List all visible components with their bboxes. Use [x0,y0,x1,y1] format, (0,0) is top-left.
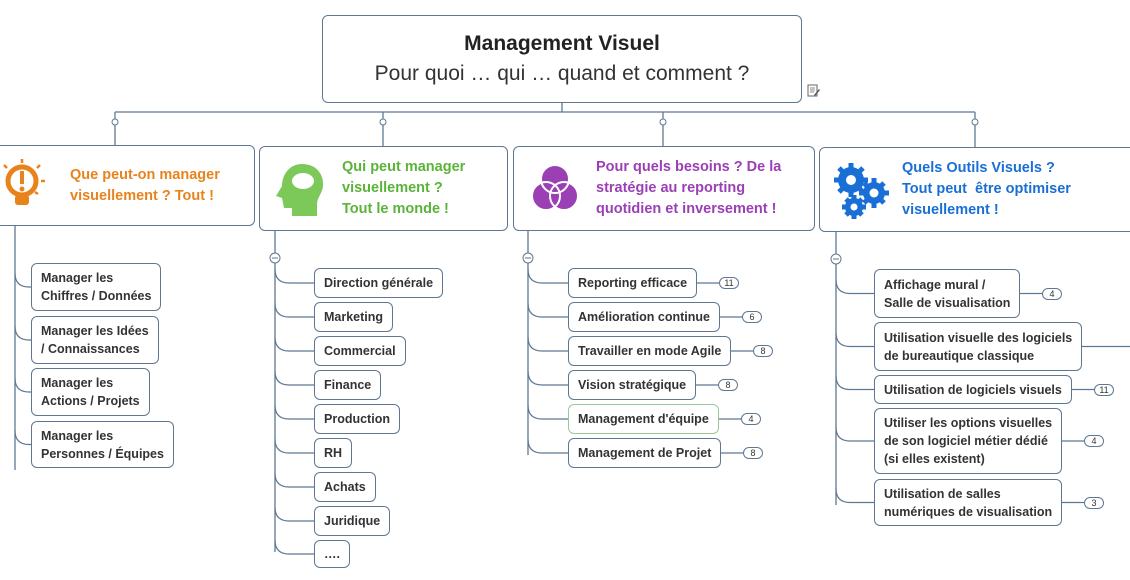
connector [274,404,314,420]
child-topic[interactable]: Management de Projet [568,438,722,468]
connector [527,438,568,454]
branch-label: Pour quels besoins ? De la stratégie au … [596,159,782,217]
child-topic[interactable]: Manager les Actions / Projets [31,368,150,416]
count-badge[interactable]: 4 [741,413,761,425]
gears-icon [834,162,889,219]
child-topic[interactable]: Manager les Idées / Connaissances [31,316,159,364]
child-label: Direction générale [324,276,434,290]
child-label: Travailler en mode Agile [578,344,722,358]
child-topic[interactable]: Utilisation visuelle des logiciels de bu… [874,322,1083,371]
child-topic[interactable]: Utilisation de logiciels visuels [874,375,1072,404]
branch-label: Que peut-on manager visuellement ? Tout … [70,166,220,204]
connector [835,279,874,295]
count-badge[interactable]: 11 [719,277,739,289]
child-topic[interactable]: Commercial [314,336,406,366]
connector [835,375,874,391]
connector [274,370,314,386]
child-topic[interactable]: Marketing [314,302,394,332]
root-topic[interactable]: Management Visuel Pour quoi … qui … quan… [322,15,802,103]
child-label: Production [324,412,390,426]
count-badge[interactable]: 4 [1084,435,1104,447]
connector [274,472,314,488]
connector [527,404,568,420]
branch-label: Quels Outils Visuels ? Tout peut être op… [902,160,1071,218]
child-label: …. [324,547,340,561]
connector [527,336,568,352]
child-label: Management de Projet [578,446,712,460]
child-label: Finance [324,378,372,392]
head-icon [276,163,324,216]
child-label: Management d'équipe [578,412,709,426]
child-topic[interactable]: Juridique [314,506,391,536]
child-label: Marketing [324,310,384,324]
child-topic[interactable]: Direction générale [314,268,444,298]
branch-needs[interactable]: Pour quels besoins ? De la stratégie au … [513,146,815,231]
connector [14,430,31,446]
count-badge[interactable]: 8 [743,447,763,459]
child-label: Utilisation de salles numériques de visu… [884,486,1053,519]
child-label: Affichage mural / Salle de visualisation [884,277,1011,310]
child-topic[interactable]: Vision stratégique [568,370,697,400]
child-label: Manager les Chiffres / Données [41,271,152,303]
child-label: Utilisation de logiciels visuels [884,382,1062,397]
child-topic[interactable]: Manager les Personnes / Équipes [31,421,174,468]
child-topic[interactable]: Affichage mural / Salle de visualisation [874,269,1021,318]
connector [274,336,314,352]
child-label: Reporting efficace [578,276,688,290]
child-label: Utilisation visuelle des logiciels de bu… [884,330,1073,363]
connector [274,268,314,284]
child-topic[interactable]: Travailler en mode Agile [568,336,732,366]
connector [527,268,568,284]
child-label: Juridique [324,514,381,528]
count-badge[interactable]: 3 [1084,496,1104,509]
count-badge[interactable]: 8 [718,379,738,391]
root-title: Management Visuel [464,32,660,55]
child-label: RH [324,446,343,460]
lightbulb-icon [3,158,45,205]
child-topic[interactable]: Reporting efficace [568,268,698,298]
connector [527,302,568,318]
child-topic[interactable]: RH [314,438,353,468]
child-label: Manager les Actions / Projets [41,376,140,408]
count-badge[interactable]: 4 [1042,287,1062,300]
branch-tools[interactable]: Quels Outils Visuels ? Tout peut être op… [819,147,1130,232]
child-topic[interactable]: Amélioration continue [568,302,720,332]
count-badge[interactable]: 11 [1094,383,1114,396]
child-topic[interactable]: …. [314,540,350,568]
branch-who[interactable]: Qui peut manager visuellement ? Tout le … [259,146,508,231]
child-topic[interactable]: Finance [314,370,382,400]
child-topic[interactable]: Manager les Chiffres / Données [31,263,162,311]
child-topic[interactable]: Utilisation de salles numériques de visu… [874,479,1063,526]
note-icon[interactable] [807,84,820,97]
connector [14,325,31,341]
child-label: Achats [324,480,366,494]
connector [835,488,874,504]
root-subtitle: Pour quoi … qui … quand et comment ? [374,62,750,85]
count-badge[interactable]: 6 [742,311,762,323]
branch-what[interactable]: Que peut-on manager visuellement ? Tout … [0,145,255,226]
connector [274,302,314,318]
count-badge[interactable]: 8 [753,345,773,357]
branch-label: Qui peut manager visuellement ? Tout le … [342,159,466,217]
connector [14,272,31,288]
child-topic[interactable]: Utiliser les options visuelles de son lo… [874,408,1063,474]
child-topic[interactable]: Achats [314,472,376,502]
venn-icon [531,163,579,211]
child-label: Amélioration continue [578,310,710,324]
child-label: Commercial [324,344,396,358]
child-label: Utiliser les options visuelles de son lo… [884,416,1053,466]
connector [274,438,314,454]
child-label: Manager les Idées / Connaissances [41,324,149,356]
child-topic[interactable]: Management d'équipe [568,404,719,434]
child-topic[interactable]: Production [314,404,400,434]
connector [14,377,31,393]
connector [274,539,314,555]
connector [835,426,874,442]
connector [835,332,874,348]
child-label: Vision stratégique [578,378,687,392]
connector [274,506,314,522]
child-label: Manager les Personnes / Équipes [41,428,164,461]
connector [527,370,568,386]
